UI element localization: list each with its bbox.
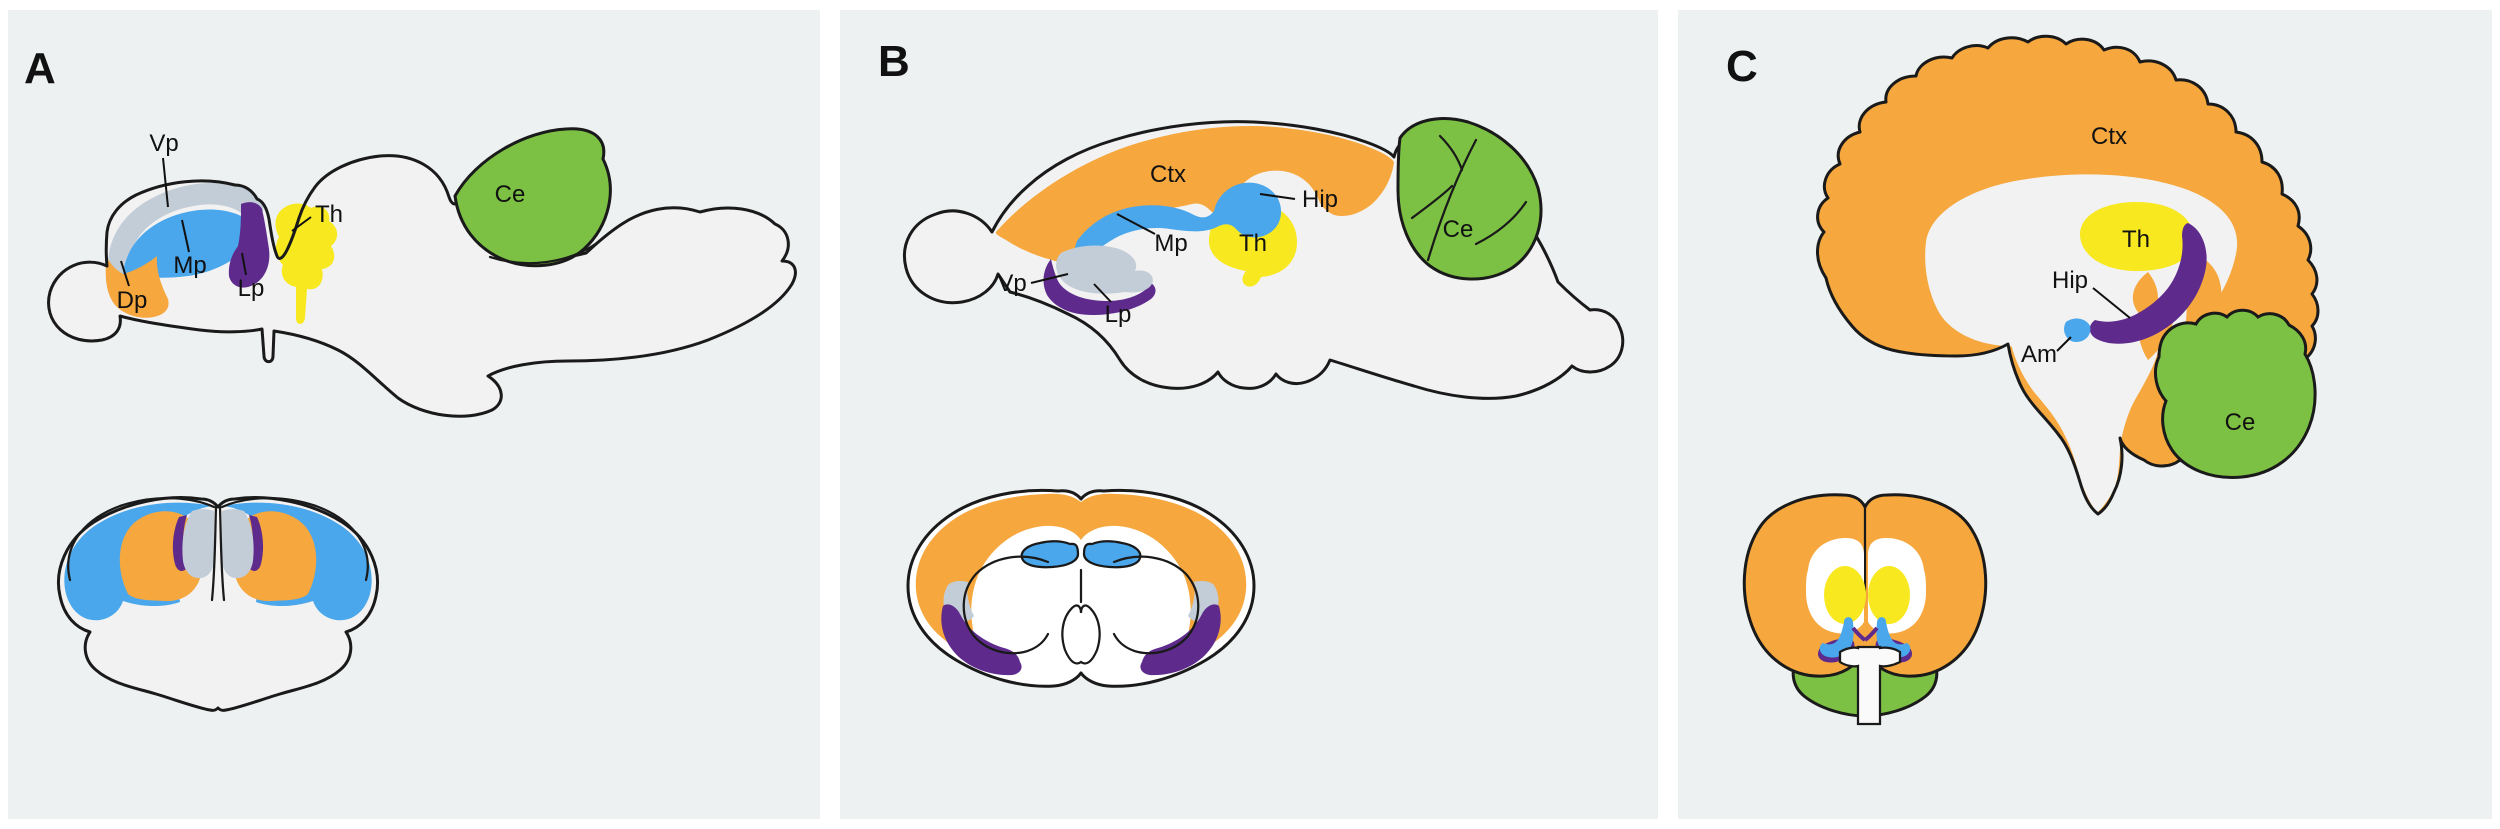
rodent-coronal-third-ventricle xyxy=(1061,604,1101,665)
fish-coronal-midline-right xyxy=(218,505,226,602)
label-lp: Lp xyxy=(1105,301,1132,328)
panel-a: A Vp Mp Dp Lp Th Ce xyxy=(8,10,820,819)
fish-dorsal-pallium-region xyxy=(105,256,169,318)
fish-coronal-midline-left xyxy=(210,505,218,602)
panel-b: B Ctx Hip Mp Th Vp Lp Ce xyxy=(840,10,1658,819)
label-ce: Ce xyxy=(2225,409,2256,436)
rodent-coronal-section xyxy=(906,488,1256,688)
label-am: Am xyxy=(2021,341,2057,368)
rodent-coronal-inner-contour-right xyxy=(1112,555,1200,655)
human-cerebellum-region xyxy=(2154,308,2317,479)
label-ce: Ce xyxy=(495,181,526,208)
label-mp: Mp xyxy=(1154,230,1187,257)
hip-leader-line xyxy=(1259,193,1296,200)
mp-leader-line xyxy=(181,219,190,253)
label-ctx: Ctx xyxy=(2091,123,2127,150)
label-th: Th xyxy=(2122,226,2150,253)
fish-cerebellum-region xyxy=(453,127,612,268)
label-hip: Hip xyxy=(1302,186,1338,213)
vp-leader-line xyxy=(162,157,169,208)
panel-c: C Ctx Th Hip Am Ce xyxy=(1678,10,2492,819)
label-dp: Dp xyxy=(117,287,148,314)
human-amygdala-region xyxy=(2064,318,2091,342)
label-lp: Lp xyxy=(238,275,265,302)
fish-cerebellum-fold-line xyxy=(488,241,599,265)
label-ce: Ce xyxy=(1443,216,1474,243)
mp-leader-line xyxy=(1116,213,1156,235)
th-leader-line xyxy=(291,216,312,232)
fish-thalamus-region xyxy=(275,203,338,324)
human-coronal-brainstem xyxy=(1838,645,1902,726)
rodent-coronal-lateral-pallium-right xyxy=(1140,604,1221,676)
rodent-cerebellum-fissure-right xyxy=(1474,200,1528,246)
rodent-coronal-hippocampus-right xyxy=(1082,540,1142,569)
human-coronal-fornix-purple-arc-left xyxy=(1851,626,1867,642)
human-coronal-section xyxy=(1742,493,1988,726)
fish-ventral-pallium-region xyxy=(107,182,264,276)
rodent-coronal-lateral-pallium-left xyxy=(941,604,1022,676)
human-sagittal-outline xyxy=(1816,34,2320,516)
fish-sagittal-outline xyxy=(47,154,797,418)
label-th: Th xyxy=(315,201,343,228)
rodent-cerebellum-region xyxy=(1396,117,1543,281)
panel-c-letter: C xyxy=(1726,42,1758,91)
rodent-coronal-hippocampus-left xyxy=(1020,540,1080,569)
rodent-cerebellum-fissure-top xyxy=(1438,134,1464,172)
hip-leader-line xyxy=(2092,287,2131,319)
label-mp: Mp xyxy=(173,252,206,279)
human-coronal-thalamus-left xyxy=(1824,566,1866,624)
label-vp: Vp xyxy=(997,270,1026,297)
fish-coronal-section xyxy=(57,496,379,712)
rodent-cerebellum-fissure-upper xyxy=(1410,184,1454,220)
human-coronal-fornix-purple-arc-right xyxy=(1863,626,1879,642)
rodent-coronal-cortex-band xyxy=(915,493,1247,649)
fish-coronal-ventral-pallium-left xyxy=(182,509,214,579)
rodent-ventral-pallium-region xyxy=(1056,245,1153,294)
panel-b-figure: B Ctx Hip Mp Th Vp Lp Ce xyxy=(878,37,1625,688)
label-vp: Vp xyxy=(149,130,178,157)
am-leader-line xyxy=(2056,336,2072,352)
panel-a-letter: A xyxy=(24,44,56,93)
vp-leader-line xyxy=(1030,273,1069,284)
rodent-cerebellum-fissure-main xyxy=(1426,138,1478,262)
fish-lateral-pallium-region xyxy=(228,202,270,288)
rodent-medial-pallium-hippocampus-region xyxy=(1074,182,1282,265)
panel-c-figure: C Ctx Th Hip Am Ce xyxy=(1726,34,2320,726)
lp-leader-line xyxy=(1093,283,1112,303)
dp-leader-line xyxy=(120,260,130,287)
label-ctx: Ctx xyxy=(1150,161,1186,188)
human-hippocampus-region xyxy=(2089,223,2207,344)
rodent-lateral-pallium-region xyxy=(1043,259,1156,315)
fish-coronal-ventral-pallium-right xyxy=(222,509,254,579)
fish-coronal-inner-contour-left xyxy=(67,497,216,582)
lp-leader-line xyxy=(241,252,247,276)
human-coronal-amygdala-left xyxy=(1819,617,1854,658)
label-th: Th xyxy=(1239,230,1267,257)
human-coronal-thalamus-right xyxy=(1868,566,1910,624)
label-hip: Hip xyxy=(2052,267,2088,294)
fish-coronal-inner-contour-right xyxy=(220,497,369,582)
human-brainstem-region xyxy=(2010,328,2162,512)
panel-a-figure: A Vp Mp Dp Lp Th Ce xyxy=(24,44,797,712)
rodent-sagittal-outline xyxy=(903,120,1625,400)
human-thalamus-region xyxy=(2080,201,2195,272)
panel-b-letter: B xyxy=(878,37,910,86)
rodent-coronal-inner-contour-left xyxy=(962,555,1050,655)
